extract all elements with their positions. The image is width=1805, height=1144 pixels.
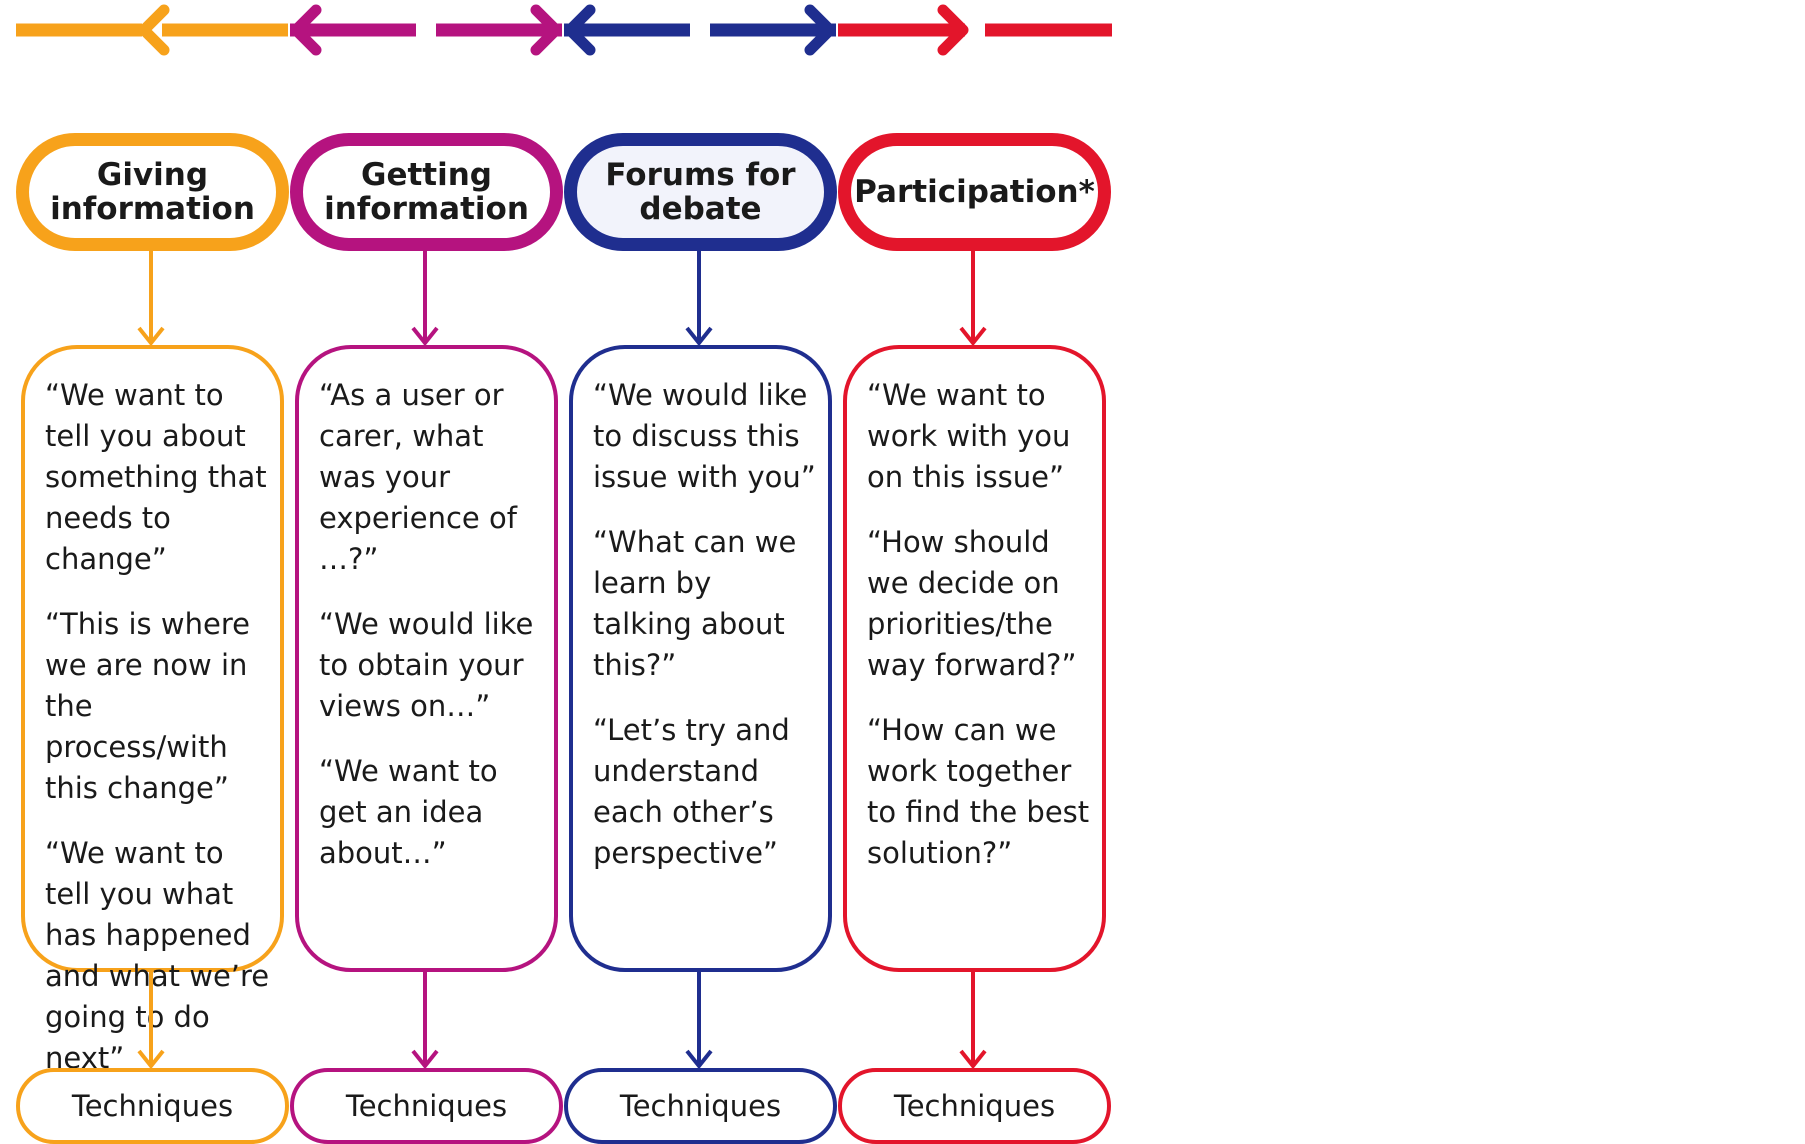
quote-text: “We would like to obtain your views on…” bbox=[319, 607, 534, 723]
column-forums-for-debate: Forums for debate “We would like to disc… bbox=[564, 0, 837, 1144]
connector-line-bottom bbox=[423, 972, 427, 1064]
techniques-pill: Techniques bbox=[564, 1068, 837, 1144]
header-pill: Forums for debate bbox=[564, 133, 837, 251]
connector-line-top bbox=[149, 251, 153, 341]
down-arrow-icon bbox=[137, 1049, 165, 1069]
quote-text: “We would like to discuss this issue wit… bbox=[593, 378, 816, 494]
connector-line-top bbox=[423, 251, 427, 341]
techniques-label: Techniques bbox=[619, 1089, 782, 1123]
header-pill: Participation* bbox=[838, 133, 1111, 251]
connector-line-top bbox=[971, 251, 975, 341]
column-giving-information: Giving information “We want to tell you … bbox=[16, 0, 289, 1144]
quote-text: “As a user or carer, what was your exper… bbox=[319, 378, 517, 576]
quote-text: “What can we learn by talking about this… bbox=[593, 525, 797, 682]
column-getting-information: Getting information “As a user or carer,… bbox=[290, 0, 563, 1144]
header-label: Participation* bbox=[854, 174, 1095, 210]
arrow-right-icon bbox=[804, 4, 836, 56]
header-pill: Giving information bbox=[16, 133, 289, 251]
techniques-pill: Techniques bbox=[290, 1068, 563, 1144]
down-arrow-icon bbox=[959, 326, 987, 346]
connector-line-bottom bbox=[697, 972, 701, 1064]
down-arrow-icon bbox=[137, 326, 165, 346]
techniques-label: Techniques bbox=[71, 1089, 234, 1123]
connector-line-top bbox=[697, 251, 701, 341]
quote-text: “This is where we are now in the process… bbox=[45, 607, 250, 805]
quote-text: “Let’s try and understand each other’s p… bbox=[593, 713, 790, 870]
connector-line-bottom bbox=[149, 972, 153, 1064]
arrow-left-icon bbox=[138, 4, 170, 56]
header-label: Getting information bbox=[324, 157, 529, 227]
connector-line-bottom bbox=[971, 972, 975, 1064]
quote-text: “How can we work together to find the be… bbox=[867, 713, 1090, 870]
quote-box: “We would like to discuss this issue wit… bbox=[569, 345, 832, 972]
column-participation: Participation* “We want to work with you… bbox=[838, 0, 1111, 1144]
quote-text: “We want to work with you on this issue” bbox=[867, 378, 1071, 494]
down-arrow-icon bbox=[685, 1049, 713, 1069]
arrow-left-icon bbox=[564, 4, 596, 56]
quote-box: “We want to tell you about something tha… bbox=[21, 345, 284, 1075]
quote-text: “How should we decide on priorities/the … bbox=[867, 525, 1077, 682]
down-arrow-icon bbox=[959, 1049, 987, 1069]
techniques-pill: Techniques bbox=[838, 1068, 1111, 1144]
down-arrow-icon bbox=[685, 326, 713, 346]
techniques-pill: Techniques bbox=[16, 1068, 289, 1144]
techniques-label: Techniques bbox=[893, 1089, 1056, 1123]
quote-box: “As a user or carer, what was your exper… bbox=[295, 345, 558, 972]
arrow-right-icon bbox=[530, 4, 562, 56]
top-arrow-bar bbox=[16, 4, 1112, 56]
arrow-right-icon bbox=[937, 4, 969, 56]
header-pill: Getting information bbox=[290, 133, 563, 251]
quote-box: “We want to work with you on this issue”… bbox=[843, 345, 1106, 972]
quote-text: “We want to tell you about something tha… bbox=[45, 378, 267, 576]
arrow-left-icon bbox=[290, 4, 322, 56]
header-label: Giving information bbox=[50, 157, 255, 227]
quote-text: “We want to get an idea about…” bbox=[319, 754, 498, 870]
quote-text: “We want to tell you what has happened a… bbox=[45, 836, 270, 1075]
down-arrow-icon bbox=[411, 326, 439, 346]
down-arrow-icon bbox=[411, 1049, 439, 1069]
techniques-label: Techniques bbox=[345, 1089, 508, 1123]
header-label: Forums for debate bbox=[605, 157, 796, 227]
